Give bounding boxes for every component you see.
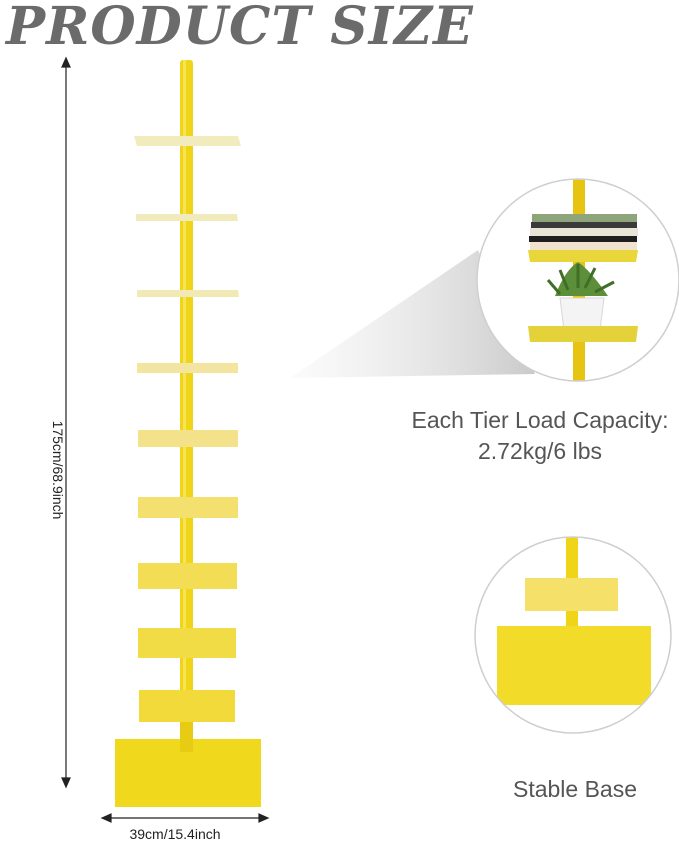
shelf-tier-1	[134, 136, 241, 146]
detail-circle-top	[476, 178, 679, 382]
width-label: 39cm/15.4inch	[129, 826, 221, 842]
shelf-tier-5	[138, 430, 238, 447]
load-capacity-heading: Each Tier Load Capacity:	[411, 407, 669, 433]
height-dimension-arrow	[61, 56, 71, 789]
shelf-tier-2	[136, 214, 238, 221]
zoom-shade	[290, 250, 535, 378]
stable-base-label: Stable Base	[512, 776, 638, 802]
page-title: PRODUCT SIZE	[6, 0, 474, 57]
width-dimension-arrow	[100, 813, 270, 823]
detail-circle-base	[474, 536, 672, 734]
books-stack	[529, 214, 638, 250]
shelf-tier-8	[138, 628, 236, 658]
shelf-tier-3	[137, 290, 239, 297]
shelf-tier-4	[137, 363, 238, 373]
shelf-tier-9	[139, 690, 235, 722]
height-label: 175cm/68.9inch	[50, 420, 66, 520]
shelf-tier-7	[138, 563, 237, 589]
load-capacity-value: 2.72kg/6 lbs	[477, 438, 603, 464]
load-capacity-text: Each Tier Load Capacity: 2.72kg/6 lbs	[395, 405, 679, 467]
bookshelf-tower	[115, 60, 261, 807]
shelf-tier-6	[138, 497, 238, 518]
